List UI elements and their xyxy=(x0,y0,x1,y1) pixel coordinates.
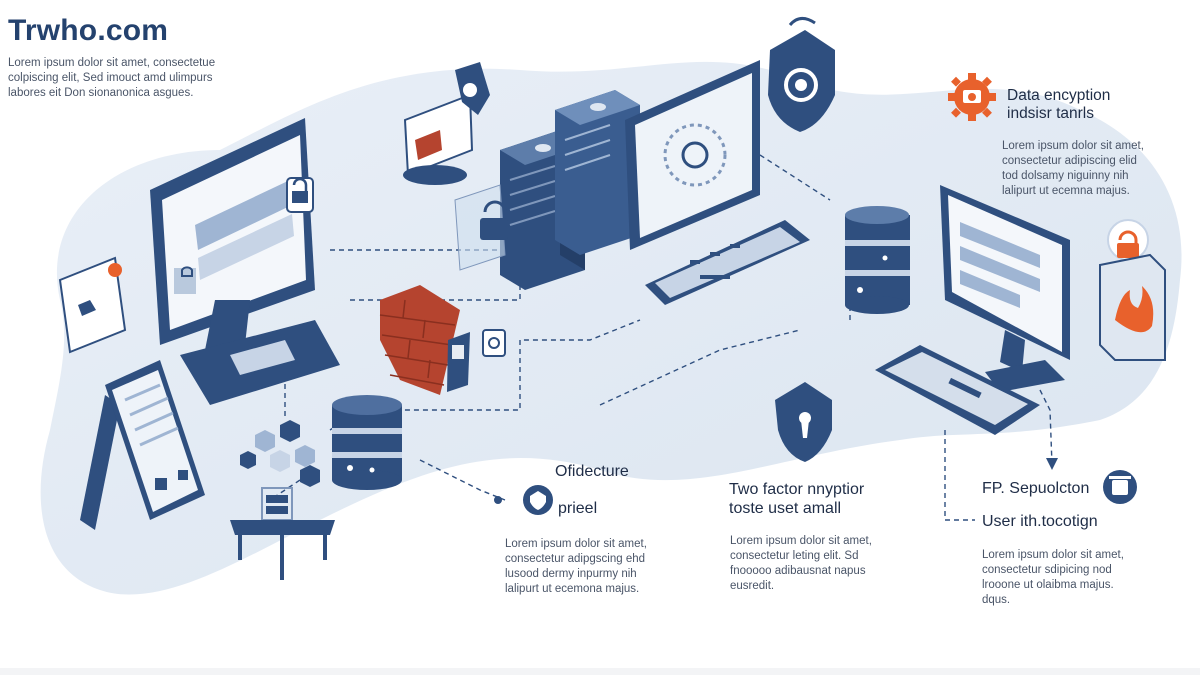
separation-body: Lorem ipsum dolor sit amet, consectetur … xyxy=(982,549,1124,606)
two-factor-title: Two factor nnyptior toste uset amall xyxy=(729,481,865,517)
shield-small-icon xyxy=(494,485,553,515)
left-database xyxy=(332,395,402,490)
left-tablet xyxy=(80,360,205,530)
brand-title: Trwho.com xyxy=(8,14,169,47)
separation-title: FP. Sepuolcton xyxy=(982,480,1090,497)
ofidecture-label: prieel xyxy=(558,500,598,517)
hex-cluster xyxy=(230,420,335,580)
ofidecture-title: Ofidecture xyxy=(555,463,629,480)
arrow-head xyxy=(1046,458,1058,470)
shield-gear xyxy=(768,17,835,132)
document-panel xyxy=(403,62,490,185)
encryption-body: Lorem ipsum dolor sit amet, consectetur … xyxy=(1002,140,1144,197)
left-monitor xyxy=(150,118,340,405)
server-racks xyxy=(454,90,640,290)
background-blob xyxy=(40,61,1182,595)
brand-subtitle: Lorem ipsum dolor sit amet, consectetue … xyxy=(8,57,216,99)
trash-circle-icon xyxy=(1103,470,1137,504)
gear-icon xyxy=(948,73,996,121)
keyhole-shield xyxy=(775,382,832,462)
firewall-bricks xyxy=(379,285,506,395)
bottom-strip xyxy=(0,668,1200,675)
center-monitor xyxy=(625,60,810,305)
left-card xyxy=(58,256,127,354)
two-factor-body: Lorem ipsum dolor sit amet, consectetur … xyxy=(730,535,872,592)
ofidecture-body: Lorem ipsum dolor sit amet, consectetur … xyxy=(505,538,647,595)
right-monitor xyxy=(875,185,1070,435)
right-database xyxy=(845,206,910,314)
separation-subtitle: User ith.tocotign xyxy=(982,513,1098,530)
encryption-title: Data encyption indsisr tanrls xyxy=(1007,87,1111,122)
lock-cabinet xyxy=(1099,219,1166,361)
